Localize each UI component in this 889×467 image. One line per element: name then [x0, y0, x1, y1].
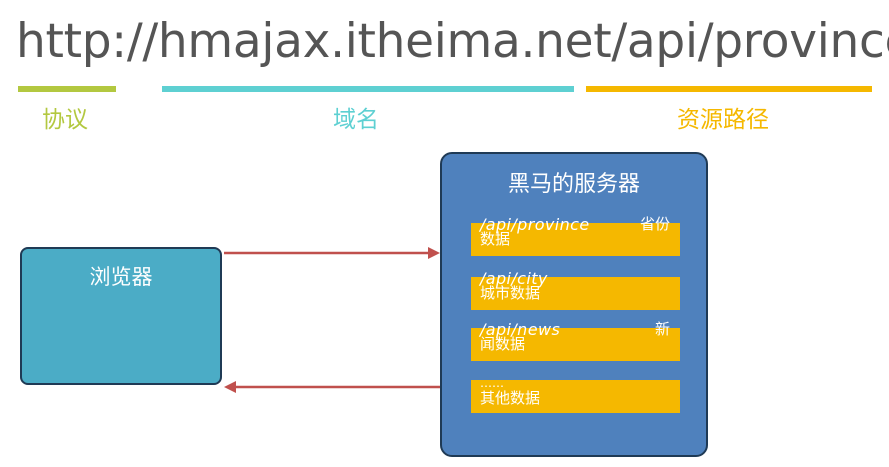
server-title: 黑马的服务器	[507, 172, 640, 197]
route-desc: 新	[654, 320, 670, 338]
path-label: 资源路径	[677, 107, 769, 133]
route-desc-cont: 闻数据	[480, 335, 526, 353]
route-path: /api/news	[480, 320, 561, 339]
route-desc-cont: 数据	[480, 230, 511, 248]
server-box: 黑马的服务器 /api/province 省份 数据 /api/city 城市数…	[440, 152, 708, 457]
browser-label: 浏览器	[89, 265, 153, 289]
protocol-underline	[18, 86, 116, 92]
route-path: ……	[480, 376, 504, 390]
request-arrow-head	[428, 247, 440, 259]
route-path: /api/province	[480, 215, 590, 234]
browser-box: 浏览器	[20, 247, 222, 385]
route-other: …… 其他数据	[471, 376, 680, 413]
url-text: http://hmajax.itheima.net/api/province	[16, 14, 889, 69]
protocol-label: 协议	[42, 107, 88, 133]
path-underline	[586, 86, 872, 92]
route-desc-cont: 其他数据	[480, 389, 541, 407]
route-desc: 省份	[639, 215, 670, 233]
route-desc-cont: 城市数据	[480, 284, 541, 302]
route-path: /api/city	[480, 269, 548, 288]
route-city: /api/city 城市数据	[471, 271, 680, 310]
domain-label: 域名	[333, 107, 379, 133]
response-arrow-head	[224, 381, 236, 393]
route-news: /api/news 新 闻数据	[471, 322, 680, 361]
route-province: /api/province 省份 数据	[471, 217, 680, 256]
domain-underline	[162, 86, 574, 92]
